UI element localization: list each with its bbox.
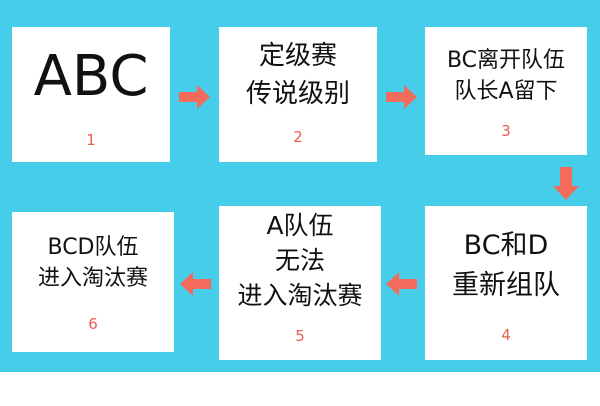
- arrow-right-icon: [386, 85, 417, 109]
- step-5-line-3: 进入淘汰赛: [237, 281, 363, 310]
- step-1-number: 1: [86, 131, 96, 149]
- step-1-line-1: ABC: [33, 44, 149, 109]
- arrow-right-icon: [179, 85, 210, 109]
- step-6-line-1: BCD队伍: [47, 235, 139, 260]
- step-5-line-1: A队伍: [266, 211, 334, 240]
- step-box-3: BC离开队伍 队长A留下 3: [425, 27, 587, 155]
- step-1-text: ABC: [34, 45, 149, 109]
- step-2-text: 定级赛 传说级别: [246, 37, 350, 113]
- step-3-text: BC离开队伍 队长A留下: [447, 45, 565, 107]
- arrow-left-icon: [180, 272, 211, 296]
- step-6-text: BCD队伍 进入淘汰赛: [38, 232, 148, 294]
- step-4-line-1: BC和D: [463, 230, 549, 261]
- step-box-1: ABC 1: [12, 27, 170, 162]
- step-6-line-2: 进入淘汰赛: [37, 266, 148, 291]
- step-box-2: 定级赛 传说级别 2: [219, 27, 377, 162]
- step-5-line-2: 无法: [274, 246, 325, 275]
- arrow-down-icon: [553, 167, 579, 200]
- step-5-text: A队伍 无法 进入淘汰赛: [237, 208, 362, 313]
- arrow-left-icon: [386, 272, 417, 296]
- step-box-4: BC和D 重新组队 4: [425, 206, 587, 360]
- step-2-line-2: 传说级别: [245, 79, 350, 109]
- step-3-line-1: BC离开队伍: [446, 48, 566, 73]
- step-2-line-1: 定级赛: [258, 41, 337, 71]
- step-3-number: 3: [501, 122, 511, 140]
- step-2-number: 2: [293, 128, 303, 146]
- step-box-5: A队伍 无法 进入淘汰赛 5: [219, 206, 381, 360]
- step-4-number: 4: [501, 326, 511, 344]
- step-4-text: BC和D 重新组队: [452, 226, 560, 306]
- step-3-line-2: 队长A留下: [454, 79, 558, 104]
- step-box-6: BCD队伍 进入淘汰赛 6: [12, 212, 174, 352]
- step-5-number: 5: [295, 327, 305, 345]
- step-4-line-2: 重新组队: [452, 270, 560, 301]
- step-6-number: 6: [88, 315, 98, 333]
- bottom-strip: [0, 372, 600, 406]
